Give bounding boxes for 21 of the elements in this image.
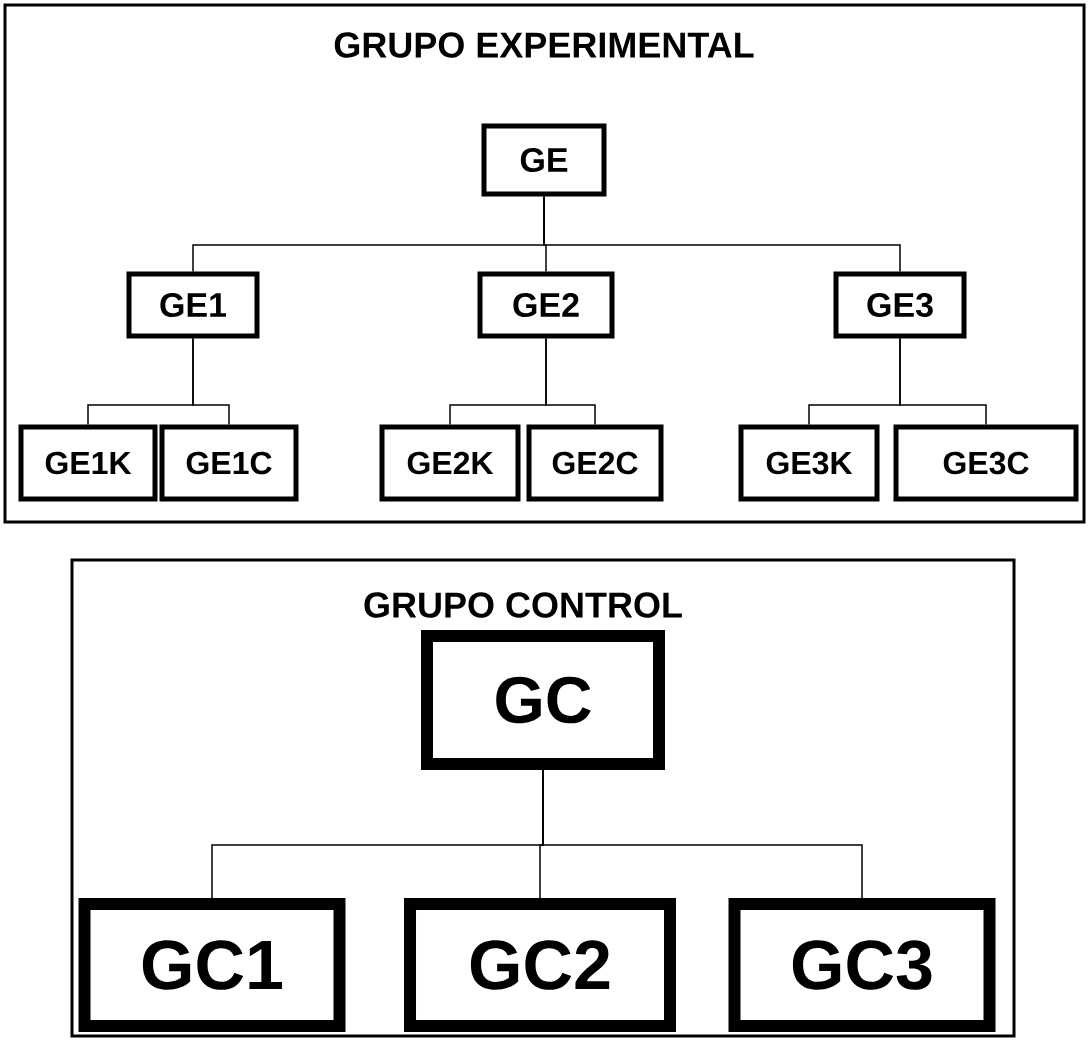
group-box: GE3 (833, 271, 967, 339)
connector-line (545, 337, 596, 426)
group-box: GE2C (526, 424, 664, 502)
group-box: GE1K (18, 424, 158, 502)
connector-line (543, 195, 901, 273)
group-box: GE1C (159, 424, 299, 502)
connector-line (899, 337, 987, 426)
panel-title: GRUPO EXPERIMENTAL (334, 32, 754, 58)
group-box: GC3 (728, 898, 996, 1032)
connector-line (542, 769, 863, 899)
group-box: GE3C (893, 424, 1079, 502)
group-box: GE (481, 123, 607, 197)
panel-title: GRUPO CONTROL (364, 592, 682, 618)
group-box: GE1 (126, 271, 260, 339)
group-box: GE2K (379, 424, 521, 502)
group-box: GE2 (477, 271, 615, 339)
group-box: GC1 (78, 898, 346, 1032)
connector-line (192, 337, 230, 426)
group-box: GC (421, 630, 665, 770)
group-box: GE3K (738, 424, 880, 502)
group-box: GC2 (404, 898, 676, 1032)
